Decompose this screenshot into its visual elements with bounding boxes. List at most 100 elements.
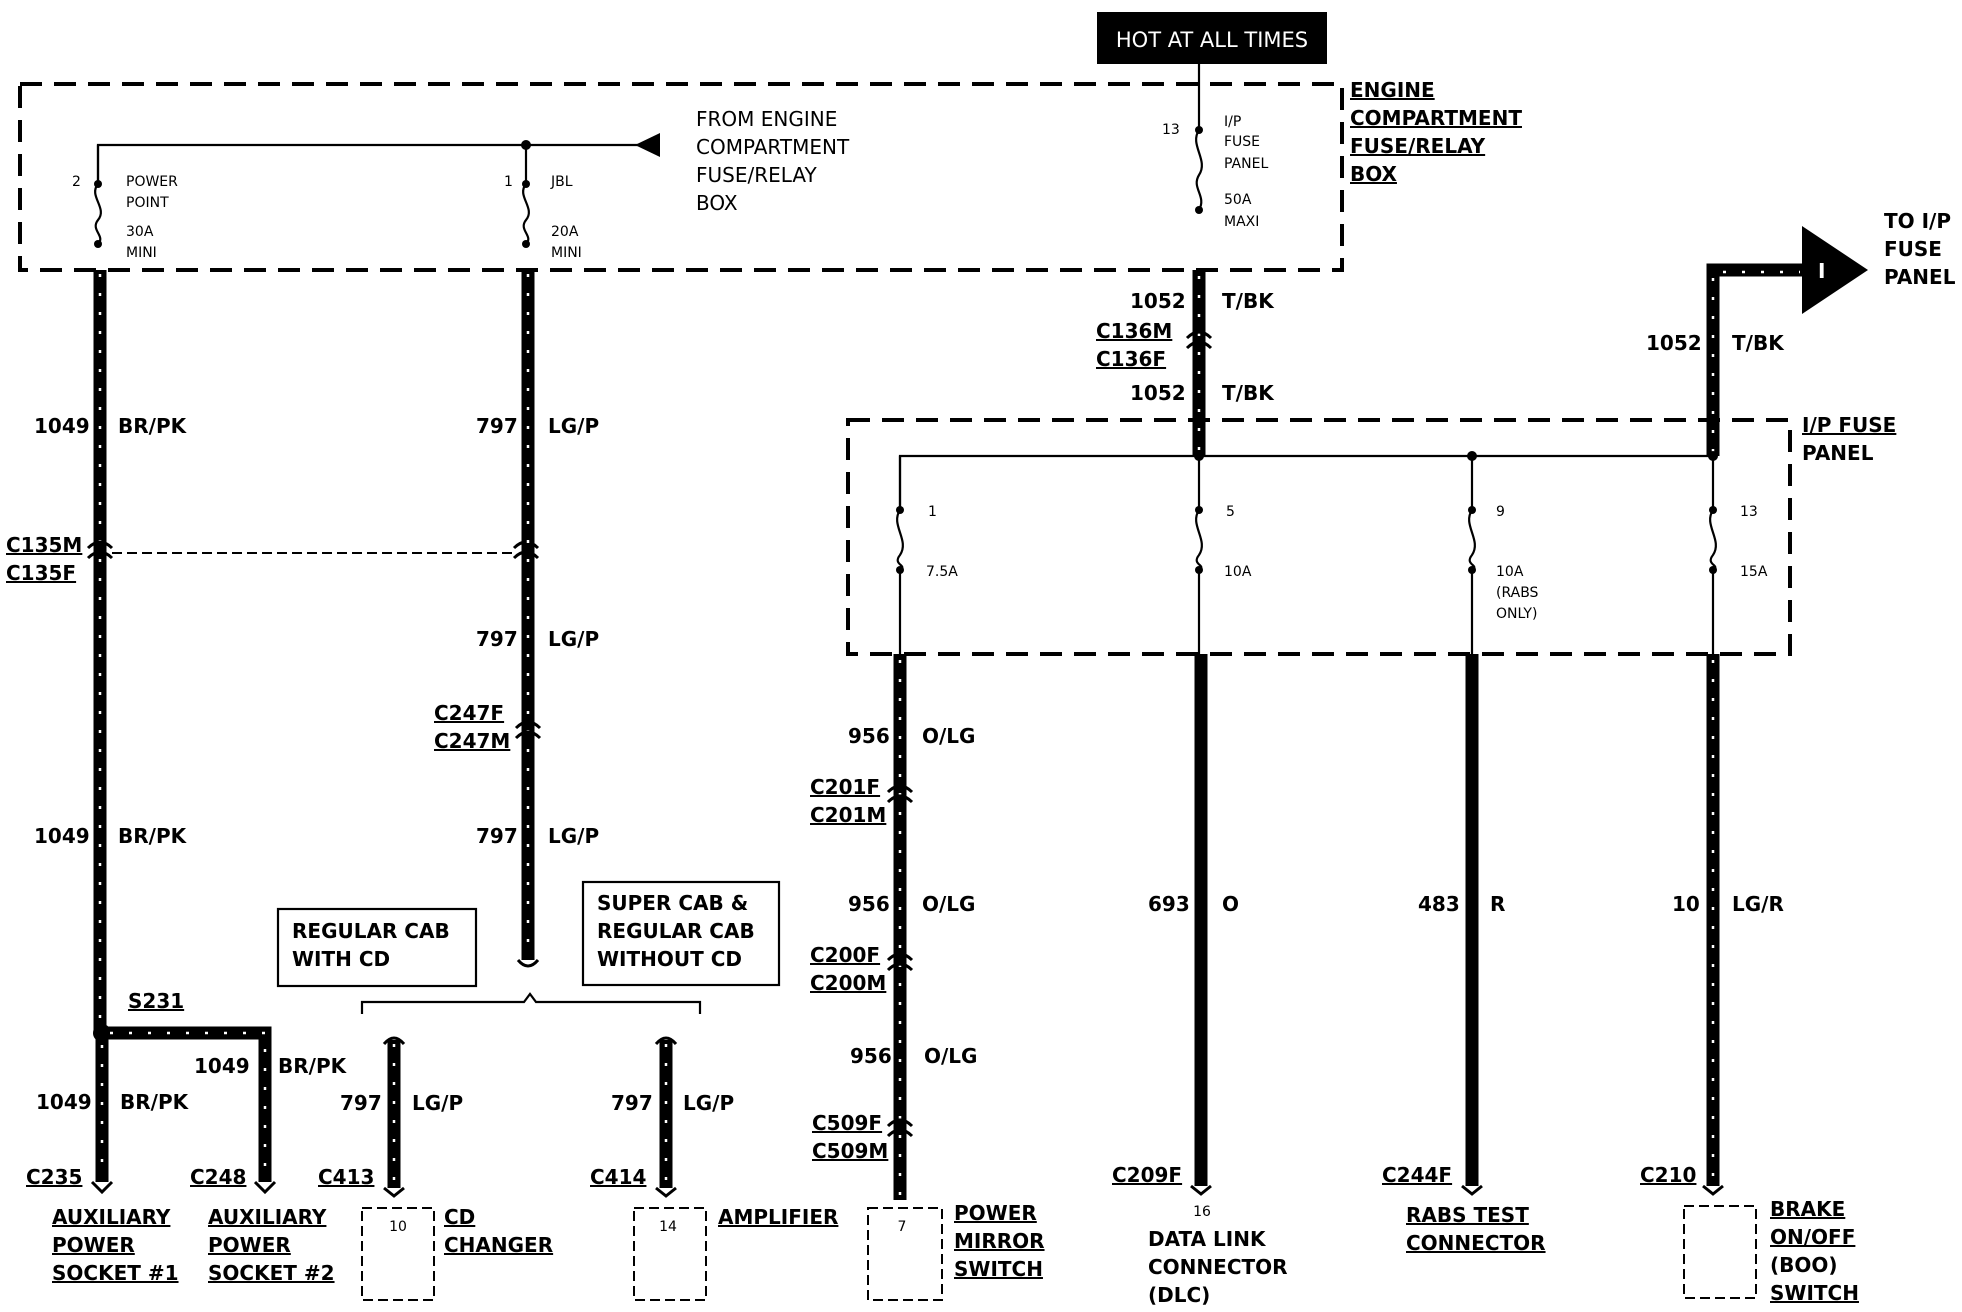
svg-text:BOX: BOX [1350, 162, 1398, 186]
w797-a-color: LG/P [548, 414, 599, 438]
w956-c-color: O/LG [924, 1044, 977, 1068]
from-engine-arrow-icon [635, 133, 660, 157]
c201m-label: C201M [810, 803, 886, 827]
ip-maxi-fuse: 13 I/P FUSE PANEL 50A MAXI [1162, 64, 1268, 230]
c135-connector-icon [86, 540, 114, 550]
svg-text:SOCKET #2: SOCKET #2 [208, 1261, 335, 1285]
w1049-a-circuit: 1049 [34, 414, 90, 438]
w10-color: LG/R [1732, 892, 1784, 916]
svg-text:SWITCH: SWITCH [954, 1257, 1043, 1281]
svg-text:FUSE: FUSE [1884, 237, 1942, 261]
svg-text:FUSE/RELAY: FUSE/RELAY [1350, 134, 1486, 158]
power-point-fuse: 2 POWER POINT 30A MINI [72, 145, 178, 261]
svg-text:POINT: POINT [126, 195, 169, 211]
ip-bus [898, 454, 1713, 510]
amplifier-component: 14 AMPLIFIER [633, 1205, 838, 1301]
svg-text:BOX: BOX [696, 191, 738, 215]
c247-connector-icon [514, 720, 542, 730]
w797-d-circuit: 797 [340, 1091, 382, 1115]
svg-text:15A: 15A [1740, 564, 1768, 580]
dlc-pin: 16 [1193, 1204, 1211, 1220]
to-ip-fuse-panel-label: TO I/P FUSE PANEL [1884, 209, 1956, 289]
svg-text:SWITCH: SWITCH [1770, 1281, 1859, 1305]
ip-fuse-9: 9 10A (RABS ONLY) [1468, 456, 1539, 654]
svg-text:50A: 50A [1224, 192, 1252, 208]
w1049-d-color: BR/PK [120, 1090, 190, 1114]
cd-changer-component: 10 CD CHANGER [361, 1205, 553, 1301]
w797-c-circuit: 797 [476, 824, 518, 848]
c209f-connector-icon [1190, 1184, 1212, 1196]
w797-e-circuit: 797 [611, 1091, 653, 1115]
w693-color: O [1222, 892, 1239, 916]
ip-fuse-5-pin: 5 [1226, 504, 1235, 520]
c414-connector-icon [655, 1186, 677, 1198]
data-link-connector-component: 16 DATA LINK CONNECTOR (DLC) [1148, 1204, 1288, 1307]
svg-text:POWER: POWER [52, 1233, 135, 1257]
svg-text:PANEL: PANEL [1802, 441, 1874, 465]
svg-text:FROM ENGINE: FROM ENGINE [696, 107, 837, 131]
w1049-c-circuit: 1049 [194, 1054, 250, 1078]
svg-text:JBL: JBL [550, 174, 573, 190]
to-ip-arrow-letter: I [1818, 259, 1825, 283]
c235-label: C235 [26, 1165, 82, 1189]
svg-text:WITHOUT CD: WITHOUT CD [597, 947, 742, 971]
c200f-label: C200F [810, 943, 880, 967]
c413-connector-icon [383, 1186, 405, 1198]
c201-connector-icon [886, 784, 914, 794]
c209f-label: C209F [1112, 1163, 1182, 1187]
w1052-a-circuit: 1052 [1130, 289, 1186, 313]
w797-d-color: LG/P [412, 1091, 463, 1115]
w483-circuit: 483 [1418, 892, 1460, 916]
w1049-a-color: BR/PK [118, 414, 188, 438]
from-engine-label: FROM ENGINE COMPARTMENT FUSE/RELAY BOX [696, 107, 850, 215]
svg-text:I/P: I/P [1224, 114, 1241, 130]
svg-text:TO I/P: TO I/P [1884, 209, 1951, 233]
svg-text:WITH CD: WITH CD [292, 947, 390, 971]
svg-text:POWER: POWER [126, 174, 178, 190]
c509m-label: C509M [812, 1139, 888, 1163]
power-point-pin: 2 [72, 174, 81, 190]
c200-connector-icon [886, 952, 914, 962]
w956-c-circuit: 956 [850, 1044, 892, 1068]
cd-changer-pin: 10 [389, 1219, 407, 1235]
c247f-label: C247F [434, 701, 504, 725]
w1049-b-circuit: 1049 [34, 824, 90, 848]
svg-text:COMPARTMENT: COMPARTMENT [1350, 106, 1522, 130]
svg-text:BRAKE: BRAKE [1770, 1197, 1845, 1221]
svg-text:I/P FUSE: I/P FUSE [1802, 413, 1896, 437]
c244f-connector-icon [1461, 1184, 1483, 1196]
w1052-b-circuit: 1052 [1130, 381, 1186, 405]
svg-text:30A: 30A [126, 224, 154, 240]
aux-power-socket-1: AUXILIARY POWER SOCKET #1 [52, 1205, 179, 1285]
c136-connector-icon [1185, 330, 1213, 340]
svg-text:10A: 10A [1496, 564, 1524, 580]
engine-box-label: ENGINE COMPARTMENT FUSE/RELAY BOX [1350, 78, 1522, 186]
svg-text:ON/OFF: ON/OFF [1770, 1225, 1855, 1249]
w797-b-circuit: 797 [476, 627, 518, 651]
c135f-label: C135F [6, 561, 76, 585]
c413-label: C413 [318, 1165, 374, 1189]
svg-text:(DLC): (DLC) [1148, 1283, 1210, 1307]
option-bracket [360, 992, 702, 1014]
ip-maxi-pin: 13 [1162, 122, 1180, 138]
wire-1049-branch [102, 1026, 272, 1182]
svg-text:AMPLIFIER: AMPLIFIER [718, 1205, 838, 1229]
w956-b-color: O/LG [922, 892, 975, 916]
w1049-c-color: BR/PK [278, 1054, 348, 1078]
c248-connector-icon [253, 1180, 277, 1195]
svg-text:POWER: POWER [954, 1201, 1037, 1225]
w1049-d-circuit: 1049 [36, 1090, 92, 1114]
w1052-c-circuit: 1052 [1646, 331, 1702, 355]
svg-text:ONLY): ONLY) [1496, 606, 1537, 622]
c247m-label: C247M [434, 729, 510, 753]
ip-fuse-panel-label: I/P FUSE PANEL [1802, 413, 1896, 465]
ip-fuse-13: 13 15A [1709, 456, 1768, 654]
c235-connector-icon [90, 1180, 114, 1195]
w956-b-circuit: 956 [848, 892, 890, 916]
mirror-pin: 7 [898, 1219, 907, 1235]
amplifier-pin: 14 [659, 1219, 677, 1235]
w10-circuit: 10 [1672, 892, 1700, 916]
svg-text:REGULAR CAB: REGULAR CAB [292, 919, 450, 943]
brake-on-off-switch-component: BRAKE ON/OFF (BOO) SWITCH [1683, 1197, 1859, 1305]
w797-b-color: LG/P [548, 627, 599, 651]
